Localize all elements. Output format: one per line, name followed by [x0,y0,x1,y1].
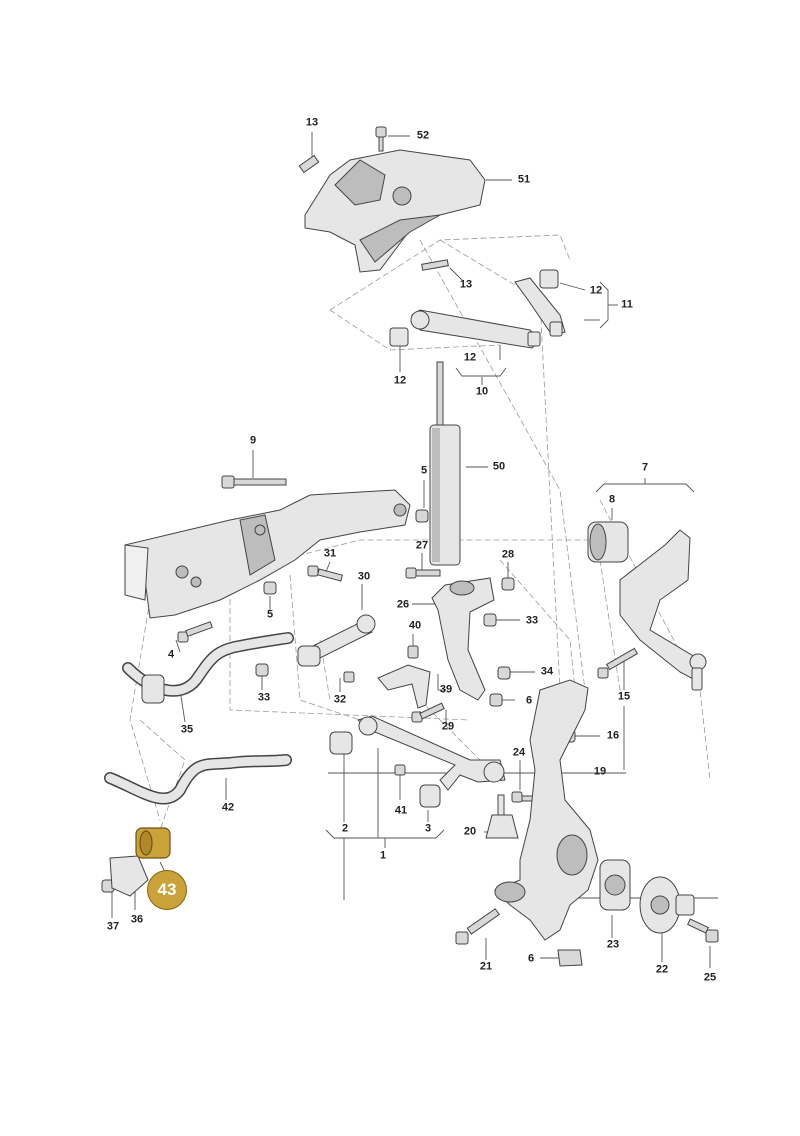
callout-27: 27 [415,539,429,552]
callout-2: 2 [341,822,349,835]
transverse-arm-part [587,521,707,691]
callout-11: 11 [621,298,633,311]
upper-links-part [389,269,566,349]
bracket-part [377,664,431,709]
callout-41: 41 [394,804,408,817]
callout-5-b: 5 [266,608,274,621]
callout-8: 8 [608,493,616,506]
callout-33-a: 33 [525,614,539,627]
stabilizer-bars-part [104,632,294,805]
strut-fork-part [431,577,495,701]
callout-5-a: 5 [420,464,428,477]
wheel-hub-part [599,859,695,934]
callout-40: 40 [408,619,422,632]
highlighted-callout-43[interactable]: 43 [147,870,187,910]
callout-16: 16 [606,729,620,742]
callout-20: 20 [463,825,477,838]
clamp-part [109,855,149,897]
callout-1: 1 [379,849,387,862]
callout-3: 3 [424,822,432,835]
callout-13-b: 13 [459,278,473,291]
callout-23: 23 [606,938,620,951]
lower-wishbone-part [329,715,506,808]
ball-joint-part [485,794,519,839]
callout-37: 37 [106,920,120,933]
callout-26: 26 [396,598,410,611]
stabilizer-bars-fill [105,633,293,803]
callout-33-b: 33 [257,691,271,704]
callout-9: 9 [249,434,257,447]
callout-35: 35 [180,723,194,736]
bolts-top [298,126,449,271]
highlighted-bushing-part [135,827,171,859]
callout-34: 34 [540,665,554,678]
callout-25: 25 [703,971,717,984]
callout-6-b: 6 [527,952,535,965]
callout-31: 31 [323,547,337,560]
callout-12-a: 12 [589,284,603,297]
callout-12-c: 12 [463,351,477,364]
callout-7: 7 [641,461,649,474]
callout-10: 10 [475,385,489,398]
callout-50: 50 [492,460,506,473]
callout-13: 13 [305,116,319,129]
callout-6-a: 6 [525,694,533,707]
callout-36: 36 [130,913,144,926]
callout-15: 15 [617,690,631,703]
callout-22: 22 [655,963,669,976]
callout-28: 28 [501,548,515,561]
wheel-bearing-housing-part [494,679,599,941]
callout-24: 24 [512,746,526,759]
shock-absorber-part [429,361,461,566]
stabilizer-bushing [141,674,165,704]
callout-52: 52 [416,129,430,142]
callout-21: 21 [479,960,493,973]
bolts-middle [177,565,719,945]
subframe-mount-part [304,149,486,273]
callout-30: 30 [357,570,371,583]
long-bolt-part [221,475,287,489]
callout-19: 19 [593,765,607,778]
callout-42: 42 [221,801,235,814]
coupling-link-part [297,614,376,667]
callout-12-b: 12 [393,374,407,387]
callout-4: 4 [167,648,175,661]
callout-51: 51 [517,173,531,186]
subframe-part [124,489,411,619]
nuts-and-small-parts [101,509,576,893]
callout-32: 32 [333,693,347,706]
nut-bottom-part [557,949,583,967]
callout-39: 39 [439,683,453,696]
callout-29: 29 [441,720,455,733]
